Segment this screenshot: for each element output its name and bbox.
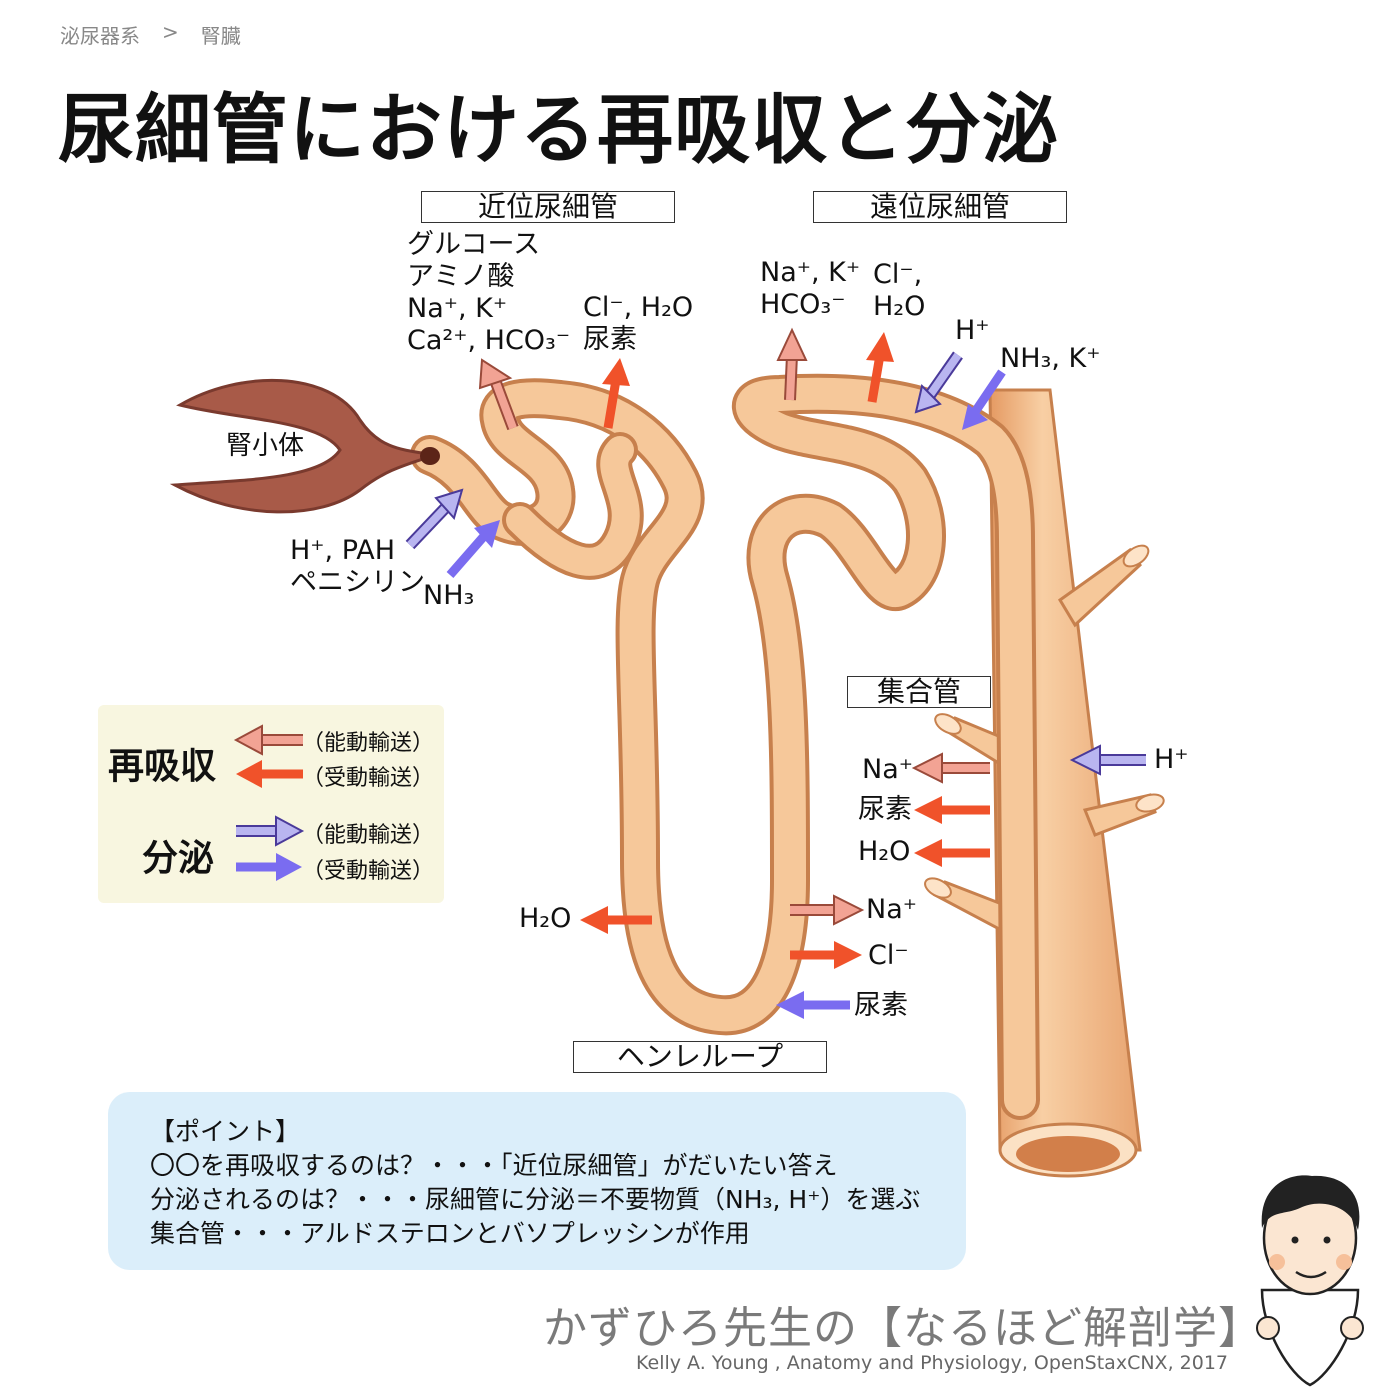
proximal-reabs-active-arrow: [478, 358, 519, 431]
distal-secr-passive-arrow: [962, 369, 1006, 430]
distal-reabs-passive-arrow: [866, 332, 894, 403]
breadcrumb: 泌尿器系 > 腎臓: [60, 20, 241, 49]
point-line: 分泌されるのは？・・・尿細管に分泌＝不要物質（NH₃, H⁺）を選ぶ: [150, 1185, 921, 1214]
legend-passive-label: （受動輸送）: [302, 859, 435, 884]
collecting-duct-label: 集合管: [847, 676, 991, 708]
legend-reabsorption-label: 再吸収: [108, 746, 217, 787]
collecting-h2o-arrow: [914, 839, 990, 867]
henle-na-arrow: [790, 894, 865, 926]
renal-tubule: [410, 373, 1040, 1120]
collecting-na-label: Na⁺: [862, 754, 913, 785]
legend-arrows: [233, 724, 305, 881]
proximal-secr-active-list: H⁺, PAH ペニシリン: [290, 535, 425, 599]
collecting-duct: [924, 388, 1165, 1178]
legend-reabs-active-arrow: [233, 724, 303, 756]
legend-secr-active-arrow: [236, 815, 305, 847]
henle-na-label: Na⁺: [866, 894, 917, 925]
substance-label: ペニシリン: [290, 567, 425, 598]
page-title: 尿細管における再吸収と分泌: [58, 85, 1059, 174]
legend-reabs-passive-arrow: [236, 760, 303, 788]
legend-active-label: （能動輸送）: [302, 823, 435, 848]
substance-label: アミノ酸: [407, 261, 515, 292]
collecting-urea-arrow: [914, 796, 990, 824]
collecting-urea-label: 尿素: [858, 794, 912, 825]
brand-title: かずひろ先生の【なるほど解剖学】: [543, 1303, 1263, 1354]
legend-passive-label: （受動輸送）: [302, 766, 435, 791]
point-line: 〇〇を再吸収するのは？・・・「近位尿細管」がだいたい答え: [150, 1151, 838, 1180]
distal-secr-passive-label: NH₃, K⁺: [1000, 343, 1101, 374]
proximal-reabs-passive-arrow: [602, 358, 630, 429]
proximal-secr-passive-label: NH₃: [423, 580, 475, 611]
substance-label: Ca²⁺, HCO₃⁻: [407, 325, 571, 356]
collecting-h-arrow: [1069, 744, 1146, 776]
henle-h2o-label: H₂O: [519, 903, 572, 934]
substance-label: グルコース: [407, 229, 541, 260]
distal-secr-active-label: H⁺: [955, 315, 990, 346]
substance-label: Na⁺, K⁺: [407, 293, 508, 324]
breadcrumb-item[interactable]: 腎臓: [200, 24, 241, 48]
distal-secr-active-arrow: [914, 351, 963, 414]
collecting-h2o-label: H₂O: [858, 836, 911, 867]
breadcrumb-separator: >: [162, 20, 179, 44]
substance-label: 尿素: [583, 324, 637, 355]
proximal-tubule-label: 近位尿細管: [421, 191, 675, 223]
substance-label: H⁺, PAH: [290, 535, 396, 566]
legend-secretion-label: 分泌: [142, 838, 215, 879]
distal-reabs-active-list: Na⁺, K⁺ HCO₃⁻: [760, 257, 860, 321]
substance-label: H₂O: [873, 291, 926, 322]
henle-urea-arrow: [776, 991, 850, 1019]
legend-active-label: （能動輸送）: [302, 731, 435, 756]
point-box: 【ポイント】 〇〇を再吸収するのは？・・・「近位尿細管」がだいたい答え 分泌され…: [108, 1092, 966, 1270]
distal-reabs-passive-list: Cl⁻, H₂O: [873, 259, 925, 323]
substance-label: HCO₃⁻: [760, 289, 846, 320]
distal-reabs-active-arrow: [776, 327, 808, 401]
source-credit: Kelly A. Young , Anatomy and Physiology,…: [636, 1352, 1228, 1374]
breadcrumb-item[interactable]: 泌尿器系: [60, 24, 140, 48]
transport-arrows: [405, 327, 1146, 1019]
henle-urea-label: 尿素: [854, 990, 908, 1021]
henle-loop-label: ヘンレループ: [573, 1041, 827, 1073]
renal-corpuscle: [169, 378, 440, 514]
henle-cl-label: Cl⁻: [868, 940, 909, 971]
distal-tubule-label: 遠位尿細管: [813, 191, 1067, 223]
point-heading: 【ポイント】: [150, 1117, 301, 1146]
proximal-reabs-passive-list: Cl⁻, H₂O 尿素: [583, 292, 693, 356]
point-line: 集合管・・・アルドステロンとバソプレッシンが作用: [150, 1219, 750, 1248]
legend: 再吸収 分泌 （能動輸送） （受動輸送） （能動輸送） （受動輸送）: [98, 705, 444, 903]
substance-label: Cl⁻,: [873, 259, 923, 290]
renal-corpuscle-label: 腎小体: [226, 431, 305, 461]
substance-label: Cl⁻, H₂O: [583, 292, 694, 323]
henle-h2o-arrow: [580, 906, 652, 934]
teacher-character: [1256, 1175, 1364, 1387]
proximal-secr-active-arrow: [405, 488, 464, 550]
henle-cl-arrow: [790, 941, 862, 969]
collecting-h-label: H⁺: [1154, 744, 1189, 775]
collecting-na-arrow: [911, 752, 990, 784]
legend-secr-passive-arrow: [236, 853, 302, 881]
proximal-secr-passive-arrow: [446, 520, 500, 578]
substance-label: Na⁺, K⁺: [760, 257, 861, 288]
proximal-reabs-active-list: グルコース アミノ酸 Na⁺, K⁺ Ca²⁺, HCO₃⁻: [407, 229, 570, 357]
